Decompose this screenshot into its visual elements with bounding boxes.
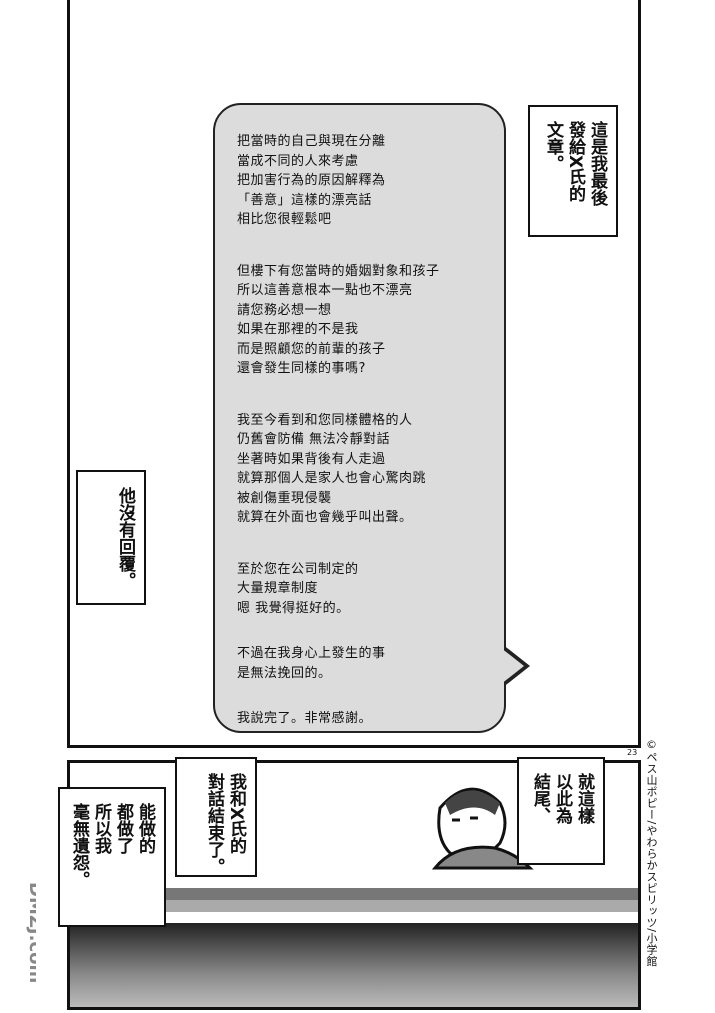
watermark-logo: DMZJ.com xyxy=(25,882,36,983)
message-paragraph-3: 我至今看到和您同樣體格的人 仍舊會防備 無法冷靜對話 坐著時如果背後有人走過 就… xyxy=(237,412,427,526)
tone-gradient xyxy=(70,923,638,1007)
message-paragraph-1: 把當時的自己與現在分離 當成不同的人來考慮 把加害行為的原因解釋為 「善意」這樣… xyxy=(237,134,386,227)
tone-band-2 xyxy=(70,900,638,912)
character-illustration xyxy=(431,787,534,870)
bubble-tail xyxy=(496,644,524,688)
caption-bottom-center-text: 我和X氏的 對話結束了。 xyxy=(204,773,246,875)
caption-left-mid: 他沒有回覆。 xyxy=(76,470,146,605)
chat-message-bubble: 把當時的自己與現在分離 當成不同的人來考慮 把加害行為的原因解釋為 「善意」這樣… xyxy=(213,103,506,733)
page-number: 23 xyxy=(627,748,638,757)
tone-band-1 xyxy=(70,888,638,900)
caption-top-right-text: 這是我最後 發給X氏的 文章。 xyxy=(543,121,607,206)
message-paragraph-6: 我說完了。非常感謝。 xyxy=(237,711,373,726)
caption-bottom-center: 我和X氏的 對話結束了。 xyxy=(175,757,257,877)
caption-top-right: 這是我最後 發給X氏的 文章。 xyxy=(528,105,618,237)
caption-bottom-left: 能做的 都做了 所以我 毫無遺怨。 xyxy=(58,787,166,927)
caption-bottom-left-text: 能做的 都做了 所以我 毫無遺怨。 xyxy=(69,803,155,888)
caption-bottom-right-text: 就這樣 以此為 結尾、 xyxy=(530,773,594,824)
copyright-credit: ©ペス山ポピー/やわらかスピリッツ/小学館 xyxy=(645,738,658,967)
watermark-text: DMZJ.com xyxy=(25,882,36,983)
message-paragraph-4: 至於您在公司制定的 大量規章制度 嗯 我覺得挺好的。 xyxy=(237,561,359,616)
message-paragraph-5: 不過在我身心上發生的事 是無法挽回的。 xyxy=(237,646,386,681)
message-paragraph-2: 但樓下有您當時的婚姻對象和孩子 所以這善意根本一點也不漂亮 請您務必想一想 如果… xyxy=(237,263,440,377)
caption-bottom-right: 就這樣 以此為 結尾、 xyxy=(517,757,605,865)
caption-left-mid-text: 他沒有回覆。 xyxy=(115,486,135,589)
